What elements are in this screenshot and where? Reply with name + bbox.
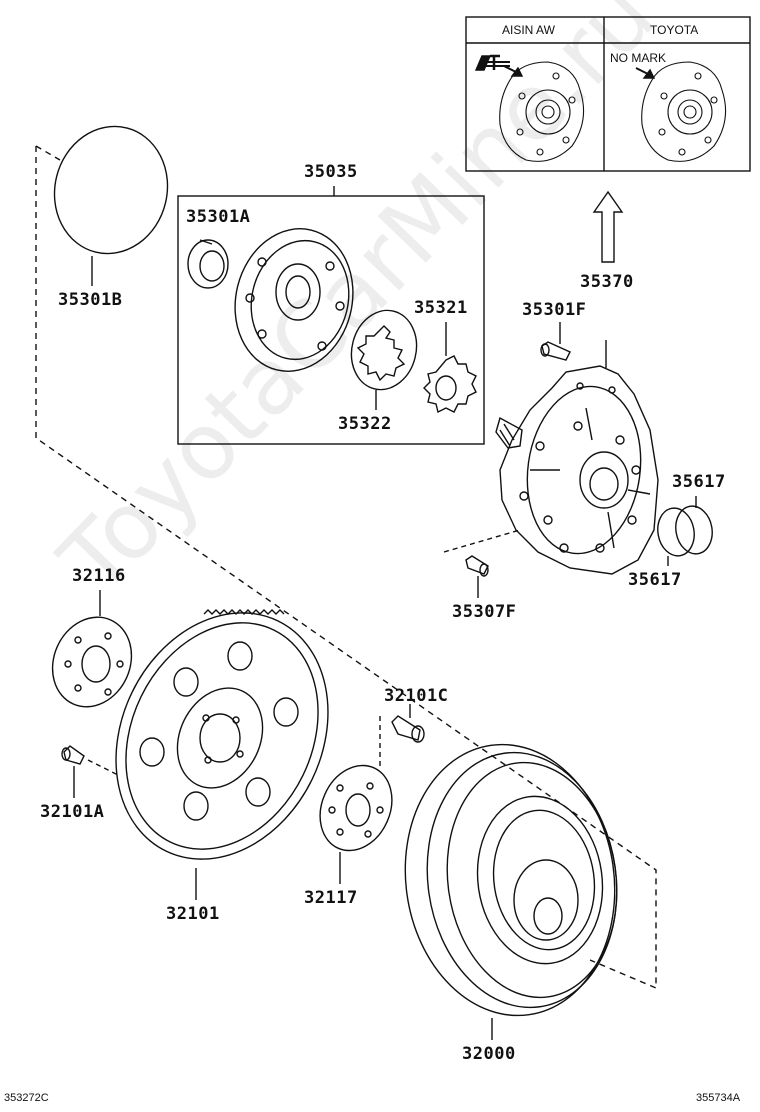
- footer-right-code: 355734A: [696, 1092, 741, 1104]
- spacer-32117: [319, 764, 393, 884]
- drive-gear-35321: [423, 322, 477, 414]
- leader-dashed: [443, 529, 521, 553]
- seal-ring-35617: [657, 496, 713, 566]
- arrow-icon: [503, 65, 524, 77]
- inset-header-toyota: TOYOTA: [650, 23, 699, 37]
- spacer-32116: [51, 590, 133, 708]
- part-label-35617-bottom: 35617: [628, 570, 682, 590]
- part-label-35301B: 35301B: [58, 290, 123, 310]
- leader-dashed: [87, 759, 121, 777]
- oil-seal-35301A: [187, 239, 229, 289]
- part-label-35322: 35322: [338, 414, 392, 434]
- bolt-32101C: [391, 704, 425, 743]
- bolt-35301F: [540, 322, 571, 361]
- kit-box-35035: [177, 186, 485, 445]
- inset-box: [465, 16, 751, 172]
- part-label-35301F: 35301F: [522, 300, 587, 320]
- driven-gear-35322: [350, 309, 418, 410]
- bolt-35307F: [465, 555, 489, 598]
- part-label-32101C: 32101C: [384, 686, 449, 706]
- part-label-32117: 32117: [304, 888, 358, 908]
- assembly-outline: [35, 146, 657, 990]
- drive-plate-32101: [115, 609, 329, 900]
- part-label-35307F: 35307F: [452, 602, 517, 622]
- footer-left-code: 353272C: [4, 1092, 49, 1104]
- pump-housing-small-right: [641, 61, 727, 162]
- part-label-32101A: 32101A: [40, 802, 105, 822]
- part-label-35321: 35321: [414, 298, 468, 318]
- inset-header-aisin: AISIN AW: [502, 23, 555, 37]
- torque-converter-32000: [404, 743, 618, 1040]
- part-label-35035: 35035: [304, 162, 358, 182]
- arrow-icon: [635, 67, 656, 79]
- aisin-logo-icon: [474, 54, 510, 71]
- up-arrow-icon: [592, 190, 624, 263]
- part-label-35617-top: 35617: [672, 472, 726, 492]
- inset-no-mark: NO MARK: [610, 51, 667, 65]
- part-label-32116: 32116: [72, 566, 126, 586]
- pump-housing-small-left: [499, 61, 585, 162]
- part-label-32101: 32101: [166, 904, 220, 924]
- assembly-outline: [35, 145, 61, 161]
- part-label-35370: 35370: [580, 272, 634, 292]
- pump-assembly-35370: [495, 340, 659, 575]
- pump-body-plate: [234, 228, 354, 372]
- o-ring-35301B: [53, 125, 169, 286]
- part-label-35301A: 35301A: [186, 207, 251, 227]
- part-label-32000: 32000: [462, 1044, 516, 1064]
- bolt-32101A: [61, 745, 85, 798]
